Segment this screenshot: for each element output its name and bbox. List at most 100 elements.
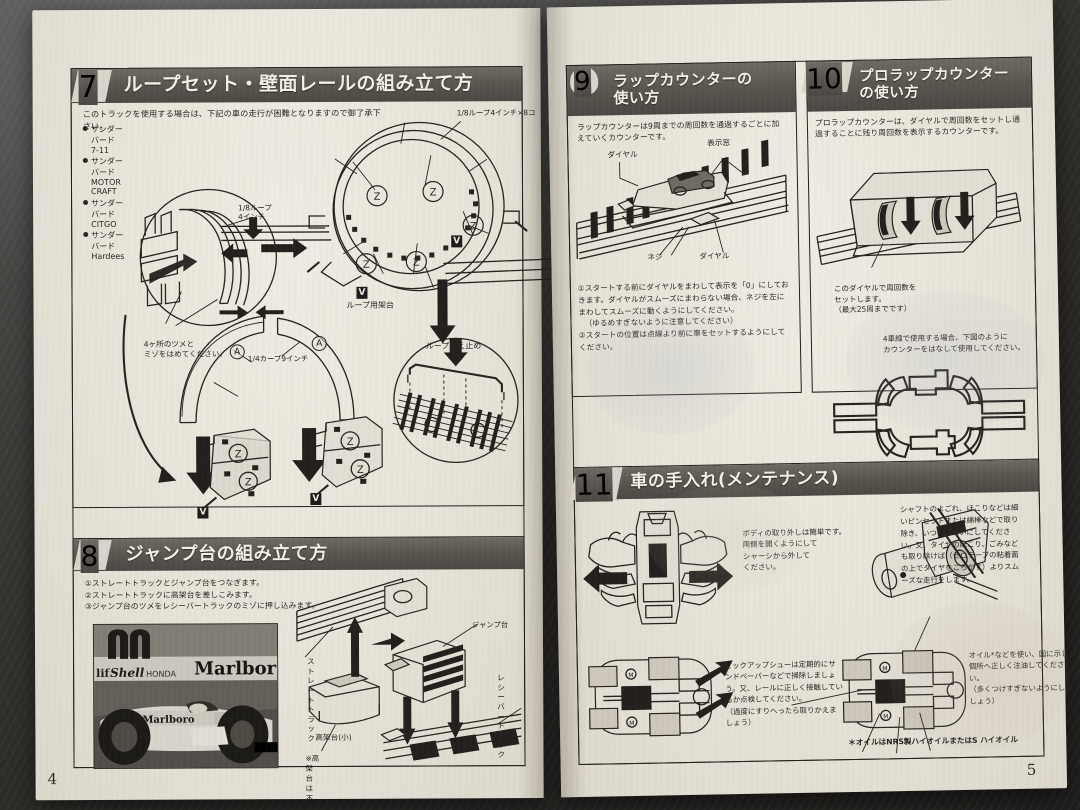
loop-stopper-inset-illustration bbox=[392, 337, 519, 464]
section-8-title: ジャンプ台の組み立て方 bbox=[125, 542, 328, 565]
f1-car-photo: Marlbor lif Shell HONDA Marlboro bbox=[92, 623, 279, 769]
section-7-title: ループセット・壁面レールの組み立て方 bbox=[123, 72, 474, 96]
svg-text:Z: Z bbox=[357, 465, 364, 476]
marker-v-tag: V bbox=[310, 492, 322, 506]
left-page: ループセット・壁面レールの組み立て方 7 このトラックを使用する場合は、下記の車… bbox=[32, 8, 554, 810]
svg-text:Z: Z bbox=[363, 260, 370, 271]
label-loop-piece-text: 1/8ループ 4インチ bbox=[238, 203, 272, 222]
wall-rail-piece-left: Z Z bbox=[199, 428, 271, 509]
section-9-steps: ①スタートする前にダイヤルをまわして表示を「0」にしておきます。ダイヤルがスムー… bbox=[578, 279, 791, 353]
note-shaft-care: シャフトのよごれ、ほこりなどは細いピンセットまたは綿棒などで取り除き、いつもきれ… bbox=[899, 502, 1020, 586]
f1-car-photo-art: Marlbor lif Shell HONDA Marlboro bbox=[93, 624, 279, 769]
bullet-dot-icon bbox=[83, 199, 89, 205]
step-2: ②ストレートトラックに高架台を差しこみます。 bbox=[84, 589, 257, 600]
svg-text:Z: Z bbox=[413, 258, 420, 269]
note-dial-setting: このダイヤルで周回数を セットします。 （最大25周までです） bbox=[834, 281, 995, 316]
label-display-window: 表示窓 bbox=[707, 138, 731, 148]
svg-text:M: M bbox=[882, 665, 887, 672]
marker-a-circle: A bbox=[311, 335, 327, 352]
chassis-pickup-shoe-illustration: M M bbox=[588, 656, 734, 737]
four-lane-track-layout-diagram bbox=[832, 369, 1026, 459]
marker-v-tag: V bbox=[451, 235, 463, 248]
svg-text:Z: Z bbox=[245, 477, 252, 488]
marker-a-label: A bbox=[234, 346, 241, 357]
section-8-steps: ①ストレートトラックとジャンプ台をつなぎます。 ②ストレートトラックに高架台を差… bbox=[84, 577, 320, 613]
body-removal-illustration bbox=[583, 510, 734, 625]
section-7-header: ループセット・壁面レールの組み立て方 bbox=[71, 67, 522, 104]
section-11-title: 車の手入れ(メンテナンス) bbox=[630, 468, 840, 493]
motor-shaft-illustration bbox=[871, 507, 998, 600]
label-straight-track: ストレート トラック bbox=[307, 657, 315, 744]
list-item: サンダーバード MOTOR CRAFT bbox=[82, 156, 124, 196]
loop-piece-inset-illustration bbox=[139, 188, 277, 327]
step-2: ②スタートの位置は点線より前に車をセットするようにしてください。 bbox=[578, 327, 786, 352]
section-11-number: 11 bbox=[575, 467, 613, 503]
bullet-dot-icon bbox=[82, 157, 88, 164]
section-8-header: ジャンプ台の組み立て方 bbox=[73, 537, 524, 572]
list-item: サンダーバード Hardees bbox=[83, 230, 124, 261]
note-body-removal: ボディの取り外しは簡単です。 両側を開くようにして シャーシから外して ください… bbox=[742, 526, 853, 573]
section-7-number: 7 bbox=[78, 69, 98, 106]
note-oiling-text: オイル*などを使い、図に示した個所へ正しく注油してください。 （多くつけすぎない… bbox=[968, 648, 1076, 706]
svg-text:M: M bbox=[883, 713, 888, 720]
loop-assembly-illustration: Z Z Z Z Z bbox=[221, 121, 554, 344]
note-4lane-usage-text: 4車線で使用する場合、下図のように カウンターをはなして使用してください。 bbox=[882, 332, 1025, 355]
page-number-right: 5 bbox=[1026, 760, 1037, 779]
svg-text:Z: Z bbox=[374, 192, 381, 203]
section-10-intro: プロラップカウンターは、ダイヤルで周回数をセットし通過することに残り周回数を表示… bbox=[814, 114, 1021, 139]
label-quarter-curve: 1/4カーブ9インチ bbox=[247, 354, 309, 364]
svg-text:Z: Z bbox=[235, 449, 242, 460]
note-4lane-usage: 4車線で使用する場合、下図のように カウンターをはなして使用してください。 bbox=[883, 332, 1033, 356]
svg-text:M: M bbox=[629, 720, 634, 727]
section-8-footnote-text: ※高架台は不安定な場合に 使用します。 bbox=[305, 753, 320, 810]
bullet-label: サンダーバード 7-11 bbox=[90, 124, 123, 155]
marker-v-tag: V bbox=[197, 506, 209, 519]
label-straight-track-text: ストレート トラック bbox=[307, 657, 315, 744]
bullet-label: サンダーバード Hardees bbox=[91, 230, 125, 261]
chassis-oiling-illustration: M M bbox=[791, 616, 967, 754]
section-9-title: ラップカウンターの 使い方 bbox=[612, 69, 753, 108]
bullet-dot-icon bbox=[82, 125, 88, 131]
step-1: ①スタートする前にダイヤルをまわして表示を「0」にしておきます。ダイヤルがスムー… bbox=[577, 280, 789, 317]
pro-lap-counter-illustration bbox=[816, 168, 1022, 268]
wall-rail-piece-right: Z Z bbox=[311, 416, 383, 496]
section-10-number: 10 bbox=[805, 62, 843, 96]
svg-text:M: M bbox=[628, 672, 633, 679]
label-loop-stopper: ループ支え止め bbox=[425, 341, 482, 351]
right-page: ラップカウンターの 使い方 9 ラップカウンターは9周までの周回数を通過するごと… bbox=[546, 0, 1076, 798]
svg-text:Z: Z bbox=[430, 187, 437, 198]
note-pickup-shoe-text: ピックアップシューは定期的にサンドペーパーなどで掃除しましょう。又、レールに正し… bbox=[724, 659, 843, 728]
section-8-number: 8 bbox=[80, 539, 99, 574]
note-oiling: オイル*などを使い、図に示した個所へ正しく注油してください。 （多くつけすぎない… bbox=[969, 648, 1080, 707]
list-item: サンダーバード 7-11 bbox=[82, 123, 124, 155]
label-receiver-track-text: レシーバー トラック bbox=[497, 673, 505, 760]
section-9-number: 9 bbox=[573, 66, 591, 97]
svg-text:Z: Z bbox=[470, 221, 477, 232]
marker-v-tag: V bbox=[356, 286, 368, 299]
section-9-header: ラップカウンターの 使い方 bbox=[566, 61, 796, 117]
open-booklet: ループセット・壁面レールの組み立て方 7 このトラックを使用する場合は、下記の車… bbox=[21, 0, 1076, 810]
section-10-title: プロラップカウンター の使い方 bbox=[858, 66, 1010, 102]
lap-counter-illustration bbox=[576, 139, 789, 260]
note-pickup-shoe: ピックアップシューは定期的にサンドペーパーなどで掃除しましょう。又、レールに正し… bbox=[725, 658, 844, 729]
label-loop-piece: 1/8ループ 4インチ bbox=[238, 203, 288, 222]
label-receiver-track: レシーバー トラック bbox=[497, 673, 505, 760]
bullet-label: サンダーバード CITGO bbox=[91, 198, 124, 229]
section-7-bullet-list: サンダーバード 7-11 サンダーバード MOTOR CRAFT サンダーバード… bbox=[82, 122, 125, 263]
section-8-footnote: ※高架台は不安定な場合に 使用します。 bbox=[305, 754, 320, 810]
marker-a-circle: A bbox=[229, 344, 245, 360]
step-1: ①ストレートトラックとジャンプ台をつなぎます。 bbox=[84, 578, 265, 589]
section-9-intro: ラップカウンターは9周までの周回数を通過するごとに加えていくカウンターです。 bbox=[576, 119, 780, 144]
jump-ramp-assembly-illustration bbox=[296, 577, 522, 761]
marker-a-label: A bbox=[316, 338, 323, 349]
label-jump-stand: ジャンプ台 bbox=[471, 620, 509, 630]
note-dial-setting-text: このダイヤルで周回数を セットします。 （最大25周までです） bbox=[833, 282, 917, 315]
svg-text:Z: Z bbox=[347, 437, 354, 448]
note-body-removal-text: ボディの取り外しは簡単です。 両側を開くようにして シャーシから外して ください… bbox=[742, 527, 847, 572]
bullet-label: サンダーバード MOTOR CRAFT bbox=[90, 156, 123, 196]
curve-and-wall-rail-illustration bbox=[122, 305, 355, 495]
bullet-dot-icon bbox=[83, 231, 89, 238]
list-item: サンダーバード CITGO bbox=[83, 197, 124, 228]
page-number-left: 4 bbox=[47, 770, 58, 789]
label-riser-small: 高架台(小) bbox=[315, 732, 352, 743]
